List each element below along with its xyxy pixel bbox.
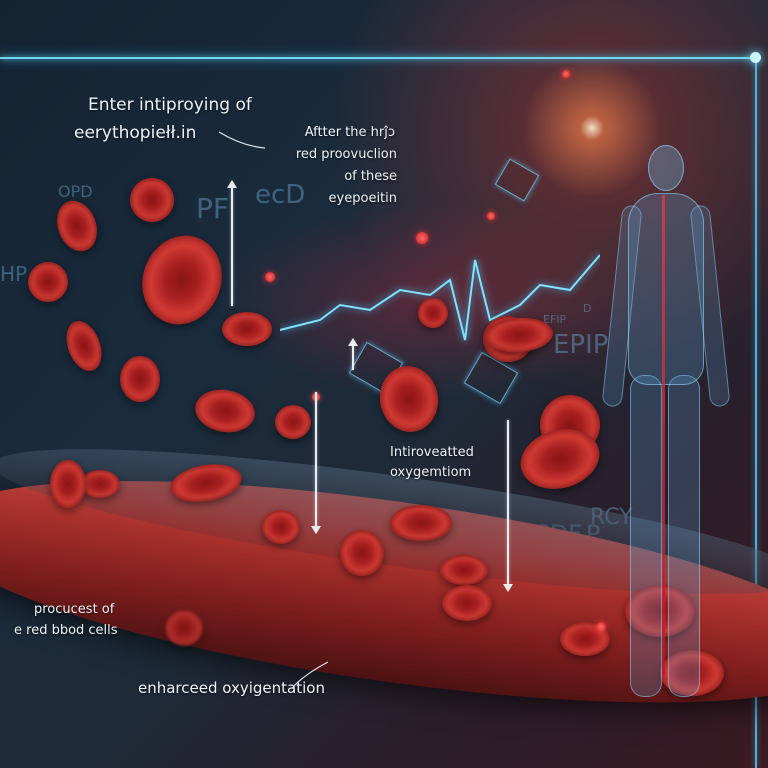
red-blood-cell <box>130 178 174 222</box>
red-blood-cell <box>80 470 120 498</box>
red-blood-cell <box>262 510 300 544</box>
callout-mid-line-1: Intiroveatted <box>390 445 474 460</box>
red-blood-cell <box>165 610 203 646</box>
red-blood-cell <box>442 585 492 621</box>
red-blood-cell <box>340 530 384 576</box>
frame-line-right <box>755 57 757 768</box>
callout-top-line-2: red proovuclion <box>295 147 397 162</box>
connector-line-icon <box>218 131 266 149</box>
arrow-down-icon <box>503 420 513 592</box>
red-blood-cell <box>440 555 488 585</box>
arrow-up-icon <box>348 338 358 370</box>
red-blood-cell <box>129 224 235 336</box>
particle-dot <box>265 272 275 282</box>
particle-dot <box>416 232 428 244</box>
red-blood-cell <box>60 316 108 376</box>
bg-label-epip: EPIP <box>553 330 609 360</box>
red-blood-cell <box>120 356 160 402</box>
callout-bottom: enharceed oxyigentation <box>138 679 325 697</box>
artery-line <box>662 195 665 675</box>
red-blood-cell <box>28 262 68 302</box>
callout-top-line-4: eyepoeitin <box>328 191 397 206</box>
human-figure <box>601 145 731 705</box>
red-blood-cell <box>191 385 259 437</box>
frame-line-top <box>0 57 756 59</box>
bg-label-d: D <box>583 302 592 315</box>
molecule-ring-icon <box>494 158 540 202</box>
bg-label-efip: EFIP <box>543 313 567 326</box>
bg-label-ecd: ecD <box>255 180 306 210</box>
particle-dot <box>562 70 570 78</box>
arrow-up-icon <box>227 180 237 306</box>
bg-label-hp: HP <box>0 262 28 286</box>
callout-mid-line-2: oxygemtiom <box>390 465 472 480</box>
callout-top-line-3: of these <box>344 169 397 184</box>
pulse-line-icon <box>280 254 600 341</box>
frame-corner-node <box>750 52 761 63</box>
red-blood-cell <box>625 585 695 637</box>
title-line-1: Enter intiproying of <box>88 95 252 115</box>
particle-dot <box>596 622 606 632</box>
callout-bottom-left-line-1: procucest of <box>34 602 115 617</box>
red-blood-cell <box>222 312 272 346</box>
red-blood-cell <box>50 460 86 508</box>
arrow-down-icon <box>311 392 321 534</box>
red-blood-cell <box>418 298 448 328</box>
particle-dot <box>487 212 495 220</box>
red-blood-cell <box>390 505 452 541</box>
bg-label-opd: OPD <box>58 182 93 201</box>
bg-label-pf: PF <box>196 192 229 225</box>
red-blood-cell <box>50 195 104 257</box>
connector-line-icon <box>291 661 329 689</box>
callout-bottom-left-line-2: e red bbod cells <box>14 623 118 638</box>
callout-top-line-1: Aftter the hrĵɔ <box>304 125 395 140</box>
title-line-2: eerythopiełł.in <box>74 123 197 143</box>
red-blood-cell <box>275 405 311 439</box>
